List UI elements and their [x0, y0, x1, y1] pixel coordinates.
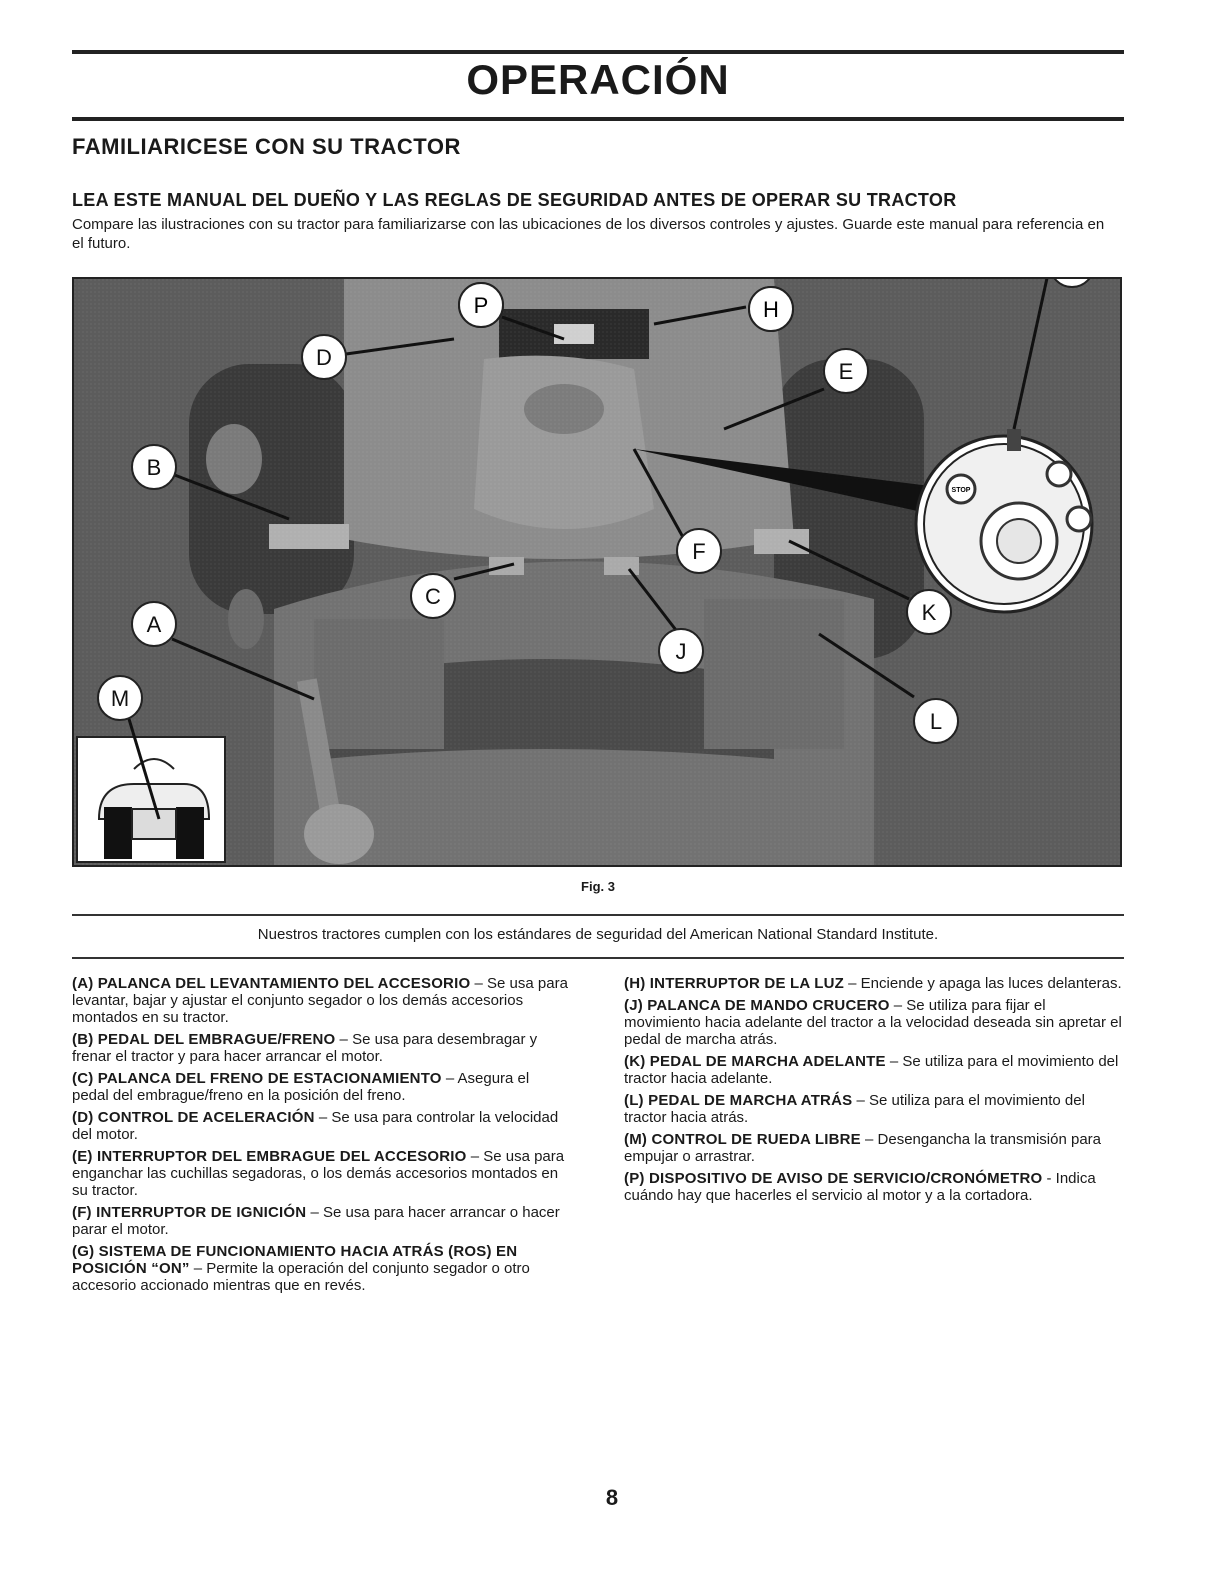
control-description: – Se usa para desembragar y frenar el tr…	[72, 1031, 538, 1065]
control-label: (F) INTERRUPTOR DE IGNICIÓN	[72, 1204, 307, 1221]
control-description: – Se utiliza para fijar el movimiento ha…	[624, 997, 1122, 1048]
control-item-k: (K) PEDAL DE MARCHA ADELANTE – Se utiliz…	[624, 1053, 1122, 1087]
callouts-rest: B F C K A J M L	[97, 444, 959, 744]
key-stop-label: STOP	[952, 487, 971, 494]
page-number: 8	[605, 1485, 619, 1510]
control-label: (A) PALANCA DEL LEVANTAMIENTO DEL ACCESO…	[72, 975, 471, 992]
control-description: – Asegura el pedal del embrague/freno en…	[72, 1070, 530, 1104]
control-item-a: (A) PALANCA DEL LEVANTAMIENTO DEL ACCESO…	[72, 975, 570, 1026]
intro-paragraph: Compare las ilustraciones con su tractor…	[72, 216, 1105, 252]
section-subheading: LEA ESTE MANUAL DEL DUEÑO Y LAS REGLAS D…	[72, 190, 957, 210]
callout-g: G	[1053, 279, 1091, 288]
figure-caption: Fig. 3	[581, 879, 615, 894]
title-underline	[72, 117, 1124, 121]
control-item-f: (F) INTERRUPTOR DE IGNICIÓN – Se usa par…	[72, 1204, 570, 1238]
control-item-j: (J) PALANCA DE MANDO CRUCERO – Se utiliz…	[624, 997, 1122, 1048]
control-item-h: (H) INTERRUPTOR DE LA LUZ – Enciende y a…	[624, 975, 1122, 992]
control-description: – Se utiliza para el movimiento del trac…	[624, 1092, 1085, 1126]
callout-d: D	[301, 334, 347, 380]
control-label: (C) PALANCA DEL FRENO DE ESTACIONAMIENTO	[72, 1070, 442, 1087]
control-description: – Se utiliza para el movimiento del trac…	[624, 1053, 1119, 1087]
control-label: (P) DISPOSITIVO DE AVISO DE SERVICIO/CRO…	[624, 1170, 1043, 1187]
callout-c: C	[410, 573, 456, 619]
control-item-g: (G) SISTEMA DE FUNCIONAMIENTO HACIA ATRÁ…	[72, 1243, 570, 1294]
callout-l: L	[913, 698, 959, 744]
control-item-m: (M) CONTROL DE RUEDA LIBRE – Desengancha…	[624, 1131, 1122, 1165]
svg-text:D: D	[316, 345, 332, 370]
callout-k: K	[906, 589, 952, 635]
svg-text:A: A	[147, 612, 162, 637]
control-description: - Indica cuándo hay que hacerles el serv…	[624, 1170, 1096, 1204]
page-title: OPERACIÓN	[466, 56, 730, 103]
control-item-c: (C) PALANCA DEL FRENO DE ESTACIONAMIENTO…	[72, 1070, 570, 1104]
control-item-l: (L) PEDAL DE MARCHA ATRÁS – Se utiliza p…	[624, 1092, 1122, 1126]
callout-j: J	[658, 628, 704, 674]
controls-list-right: (H) INTERRUPTOR DE LA LUZ – Enciende y a…	[624, 975, 1122, 1209]
control-description: – Desengancha la transmisión para empuja…	[624, 1131, 1101, 1165]
control-label: (G) SISTEMA DE FUNCIONAMIENTO HACIA ATRÁ…	[72, 1243, 518, 1277]
callout-p: P	[458, 282, 504, 328]
tractor-illustration: STOP	[74, 279, 1120, 865]
note-top-rule	[72, 914, 1124, 916]
tractor-controls-figure: STOP	[72, 277, 1122, 867]
control-description: – Se usa para controlar la velocidad del…	[72, 1109, 559, 1143]
control-label: (K) PEDAL DE MARCHA ADELANTE	[624, 1053, 886, 1070]
svg-text:H: H	[763, 297, 779, 322]
top-rule	[72, 50, 1124, 54]
control-item-e: (E) INTERRUPTOR DEL EMBRAGUE DEL ACCESOR…	[72, 1148, 570, 1199]
control-description: – Se usa para enganchar las cuchillas se…	[72, 1148, 565, 1199]
note-bottom-rule	[72, 957, 1124, 959]
svg-text:M: M	[111, 686, 129, 711]
svg-text:J: J	[676, 639, 687, 664]
control-description: – Permite la operación del conjunto sega…	[72, 1260, 530, 1294]
section-heading: FAMILIARICESE CON SU TRACTOR	[72, 134, 461, 159]
callout-f: F	[676, 528, 722, 574]
svg-text:P: P	[474, 293, 489, 318]
svg-text:L: L	[930, 709, 942, 734]
control-description: – Se usa para levantar, bajar y ajustar …	[72, 975, 568, 1026]
control-description: – Enciende y apaga las luces delanteras.	[844, 975, 1122, 992]
svg-text:E: E	[839, 359, 854, 384]
control-description: – Se usa para hacer arrancar o hacer par…	[72, 1204, 560, 1238]
control-label: (M) CONTROL DE RUEDA LIBRE	[624, 1131, 861, 1148]
control-item-d: (D) CONTROL DE ACELERACIÓN – Se usa para…	[72, 1109, 570, 1143]
svg-text:B: B	[147, 455, 162, 480]
control-label: (H) INTERRUPTOR DE LA LUZ	[624, 975, 844, 992]
controls-list-left: (A) PALANCA DEL LEVANTAMIENTO DEL ACCESO…	[72, 975, 570, 1299]
callout-h: H	[748, 286, 794, 332]
control-label: (B) PEDAL DEL EMBRAGUE/FRENO	[72, 1031, 336, 1048]
svg-text:F: F	[692, 539, 705, 564]
svg-text:K: K	[922, 600, 937, 625]
callout-remaining-bubbles: G	[1053, 279, 1091, 288]
control-label: (L) PEDAL DE MARCHA ATRÁS	[624, 1092, 853, 1109]
svg-text:C: C	[425, 584, 441, 609]
callout-m: M	[97, 675, 143, 721]
control-item-b: (B) PEDAL DEL EMBRAGUE/FRENO – Se usa pa…	[72, 1031, 570, 1065]
standards-note: Nuestros tractores cumplen con los están…	[257, 926, 939, 943]
control-label: (E) INTERRUPTOR DEL EMBRAGUE DEL ACCESOR…	[72, 1148, 467, 1165]
callout-markers: D E	[301, 334, 869, 394]
callout-a: A	[131, 601, 177, 647]
callout-b: B	[131, 444, 177, 490]
callout-e: E	[823, 348, 869, 394]
control-item-p: (P) DISPOSITIVO DE AVISO DE SERVICIO/CRO…	[624, 1170, 1122, 1204]
control-label: (D) CONTROL DE ACELERACIÓN	[72, 1109, 315, 1126]
control-label: (J) PALANCA DE MANDO CRUCERO	[624, 997, 890, 1014]
